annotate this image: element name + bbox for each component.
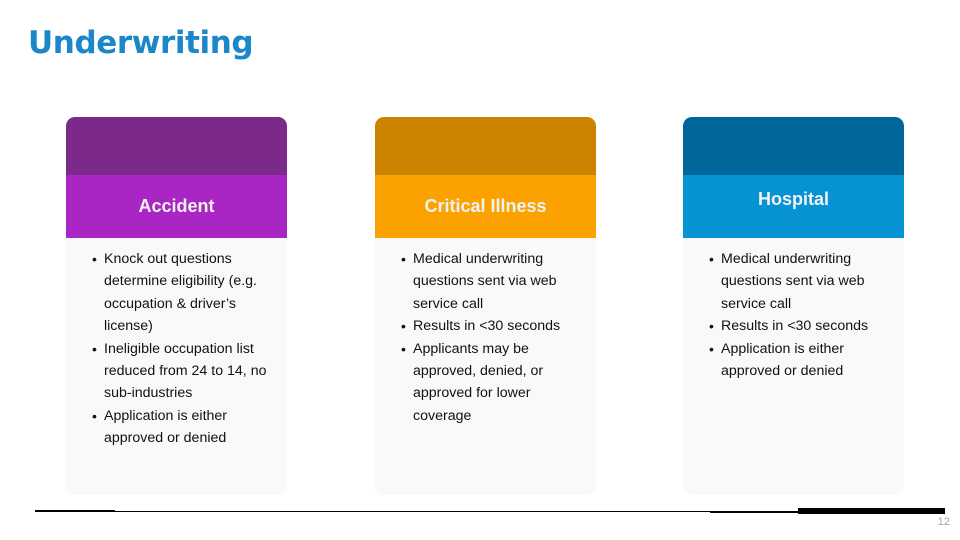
list-item: Ineligible occupation list reduced from …: [92, 338, 277, 405]
page-title: Underwriting: [28, 25, 254, 61]
footer-divider-segment-1: [35, 510, 115, 512]
card-accident-header: Accident: [66, 175, 287, 238]
list-item: Medical underwriting questions sent via …: [709, 248, 894, 315]
card-group: Accident Knock out questions determine e…: [0, 117, 960, 497]
list-item: Application is either approved or denied: [709, 338, 894, 383]
card-hospital-cap: [683, 117, 904, 175]
card-critical-illness-title: Critical Illness: [424, 196, 547, 217]
card-critical-illness[interactable]: Critical Illness Medical underwriting qu…: [375, 117, 596, 495]
card-accident-title: Accident: [138, 196, 215, 217]
list-item: Applicants may be approved, denied, or a…: [401, 338, 586, 428]
list-item: Results in <30 seconds: [709, 315, 894, 338]
card-hospital-header: Hospital: [683, 175, 904, 238]
card-critical-illness-cap: [375, 117, 596, 175]
card-hospital[interactable]: Hospital Medical underwriting questions …: [683, 117, 904, 495]
card-accident-body: Knock out questions determine eligibilit…: [66, 238, 287, 450]
footer-divider: [0, 505, 960, 519]
list-item: Results in <30 seconds: [401, 315, 586, 338]
card-hospital-bullet-list: Medical underwriting questions sent via …: [687, 248, 894, 382]
list-item: Knock out questions determine eligibilit…: [92, 248, 277, 338]
card-critical-illness-bullet-list: Medical underwriting questions sent via …: [379, 248, 586, 427]
card-accident-bullet-list: Knock out questions determine eligibilit…: [70, 248, 277, 450]
footer-divider-segment-4: [798, 508, 945, 514]
card-hospital-title: Hospital: [757, 189, 829, 209]
card-accident[interactable]: Accident Knock out questions determine e…: [66, 117, 287, 495]
footer-divider-segment-2: [114, 511, 711, 512]
list-item: Application is either approved or denied: [92, 405, 277, 450]
list-item: Medical underwriting questions sent via …: [401, 248, 586, 315]
card-hospital-body: Medical underwriting questions sent via …: [683, 238, 904, 382]
card-critical-illness-body: Medical underwriting questions sent via …: [375, 238, 596, 427]
card-critical-illness-header: Critical Illness: [375, 175, 596, 238]
page-number: 12: [937, 516, 950, 528]
footer-divider-segment-3: [710, 511, 799, 513]
card-accident-cap: [66, 117, 287, 175]
